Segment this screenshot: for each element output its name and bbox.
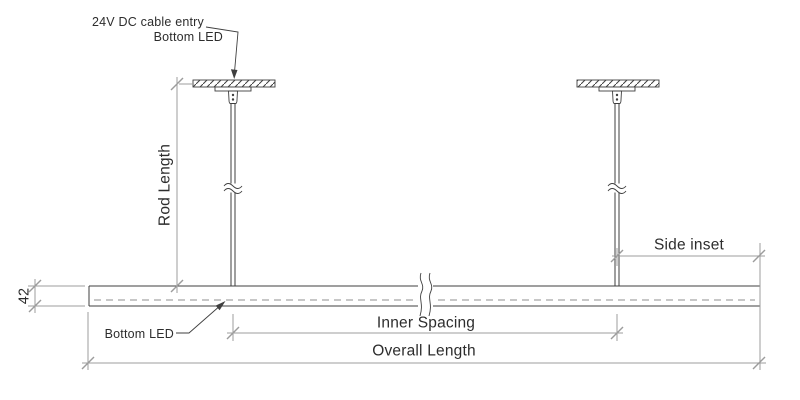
rod-fitting-left: [228, 90, 238, 104]
dimension-side-inset: [610, 243, 766, 370]
side-inset-label: Side inset: [653, 236, 725, 254]
rod-break-symbol-right: [607, 183, 627, 194]
ceiling-plate-left: [192, 79, 276, 88]
rod-break-symbol-left: [223, 183, 243, 194]
suspension-rod-left: [230, 103, 236, 286]
cable-entry-label-line2: Bottom LED: [153, 30, 223, 44]
rod-fitting-right: [612, 90, 622, 104]
bar-height-label: 42: [16, 287, 33, 305]
overall-length-label: Overall Length: [372, 342, 476, 360]
cable-entry-leader: [205, 26, 239, 79]
suspension-rod-right: [614, 103, 620, 286]
canopy-left: [214, 86, 252, 92]
canopy-right: [598, 86, 636, 92]
bar-break-symbol: [419, 272, 433, 317]
cable-entry-label-line1: 24V DC cable entry: [92, 15, 204, 29]
dimension-overall-length: [81, 312, 766, 370]
ceiling-plate-right: [576, 79, 660, 88]
fixture-bar: [88, 285, 761, 307]
dimension-rod-length: [170, 77, 194, 293]
bottom-led-label: Bottom LED: [104, 327, 174, 341]
rod-length-label: Rod Length: [156, 143, 174, 227]
dimension-bar-height-42: [28, 279, 85, 313]
inner-spacing-label: Inner Spacing: [376, 314, 476, 332]
dimension-inner-spacing: [226, 314, 624, 341]
bottom-led-leader: [176, 301, 226, 334]
